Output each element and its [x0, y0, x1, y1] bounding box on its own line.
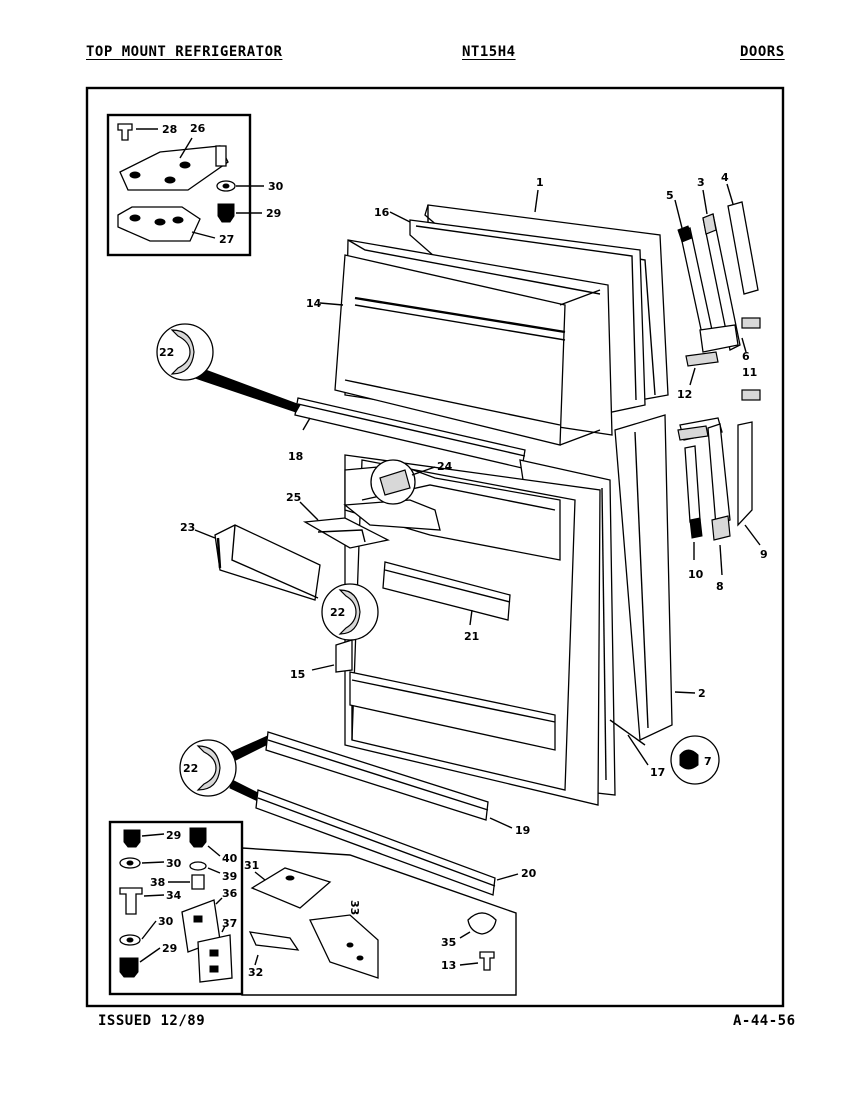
bracket-part-15 — [335, 639, 353, 673]
callout-27: 27 — [219, 233, 234, 246]
bushing-part-29 — [217, 203, 235, 223]
fresh-food-door-outer: 2 — [614, 414, 706, 741]
part-10 — [684, 445, 701, 523]
inset-bottom-hinge: 29 30 34 30 29 40 39 38 36 37 — [108, 820, 244, 996]
door-rail-20: 20 — [255, 789, 537, 896]
callout-15: 15 — [290, 668, 305, 681]
callout-23: 23 — [180, 521, 195, 534]
callout-12: 12 — [677, 388, 692, 401]
callout-34: 34 — [166, 889, 182, 902]
callout-25: 25 — [286, 491, 301, 504]
callout-10: 10 — [688, 568, 704, 581]
freezer-door-liner: 14 — [306, 239, 613, 446]
callout-40: 40 — [222, 852, 238, 865]
callout-21: 21 — [464, 630, 479, 643]
callout-17: 17 — [650, 766, 665, 779]
callout-30-a: 30 — [166, 857, 182, 870]
callout-38: 38 — [150, 876, 165, 889]
part-11-lower — [741, 389, 761, 401]
butter-compartment: 24 — [343, 459, 453, 531]
detail-circle-22-bottom: 22 — [179, 734, 273, 803]
callout-22-top: 22 — [159, 346, 174, 359]
part-32 — [248, 931, 300, 951]
callout-2: 2 — [698, 687, 706, 700]
callout-22-bottom: 22 — [183, 762, 198, 775]
callout-22-mid: 22 — [330, 606, 345, 619]
callout-32: 32 — [248, 966, 263, 979]
callout-9: 9 — [760, 548, 768, 561]
model-number: NT15H4 — [462, 44, 516, 60]
part-8 — [707, 423, 731, 527]
hinge-assembly-upper: 5 3 4 6 11 12 — [666, 171, 761, 401]
butter-door-part-25: 25 — [286, 491, 390, 549]
callout-8: 8 — [716, 580, 724, 593]
callout-7: 7 — [704, 755, 712, 768]
door-bin-part-23: 23 — [180, 521, 321, 601]
callout-14: 14 — [306, 297, 322, 310]
callout-29-b: 29 — [162, 942, 177, 955]
callout-13: 13 — [441, 959, 456, 972]
callout-28: 28 — [162, 123, 177, 136]
callout-16: 16 — [374, 206, 390, 219]
callout-1: 1 — [536, 176, 544, 189]
callout-19: 19 — [515, 824, 530, 837]
callout-4: 4 — [721, 171, 729, 184]
callout-3: 3 — [697, 176, 705, 189]
part-33 — [309, 914, 379, 979]
part-35 — [467, 912, 497, 935]
diagram-frame — [85, 86, 785, 1008]
part-9 — [737, 421, 753, 527]
part-13 — [479, 951, 495, 971]
callout-20: 20 — [521, 867, 537, 880]
screw-part-28 — [117, 123, 133, 141]
inset-top-hinge: 28 26 30 29 27 — [106, 113, 284, 257]
fresh-food-door-liner: 15 — [290, 454, 601, 806]
callout-6: 6 — [742, 350, 750, 363]
callout-18: 18 — [288, 450, 303, 463]
callout-24: 24 — [437, 460, 453, 473]
hinge-part-26 — [119, 145, 229, 191]
callout-33: 33 — [348, 900, 361, 915]
issue-date: ISSUED 12/89 — [98, 1013, 206, 1029]
callout-29-a: 29 — [166, 829, 181, 842]
page-title: TOP MOUNT REFRIGERATOR — [86, 44, 283, 60]
detail-circle-22-top: 22 — [156, 323, 301, 413]
callout-36: 36 — [222, 887, 238, 900]
hinge-assembly-lower: 10 8 9 — [677, 417, 768, 593]
callout-5: 5 — [666, 189, 674, 202]
page-code: A-44-56 — [733, 1013, 796, 1029]
callout-35: 35 — [441, 936, 456, 949]
callout-39: 39 — [222, 870, 237, 883]
callout-11: 11 — [742, 366, 757, 379]
door-rail-19: 19 — [265, 731, 530, 837]
detail-circle-7: 7 — [670, 735, 720, 785]
part-5 — [679, 227, 713, 335]
callout-30: 30 — [268, 180, 284, 193]
part-11-upper — [741, 317, 761, 329]
part-31 — [250, 867, 332, 909]
bottom-hinge-region: 31 33 32 35 13 — [241, 847, 517, 996]
fresh-food-shelf-21: 21 — [382, 561, 511, 643]
callout-37: 37 — [222, 917, 237, 930]
detail-circle-22-mid: 22 — [321, 583, 379, 641]
callout-26: 26 — [190, 122, 206, 135]
callout-31: 31 — [244, 859, 259, 872]
section-name: DOORS — [740, 44, 785, 60]
callout-30-b: 30 — [158, 915, 174, 928]
part-4 — [727, 201, 759, 295]
callout-29: 29 — [266, 207, 281, 220]
